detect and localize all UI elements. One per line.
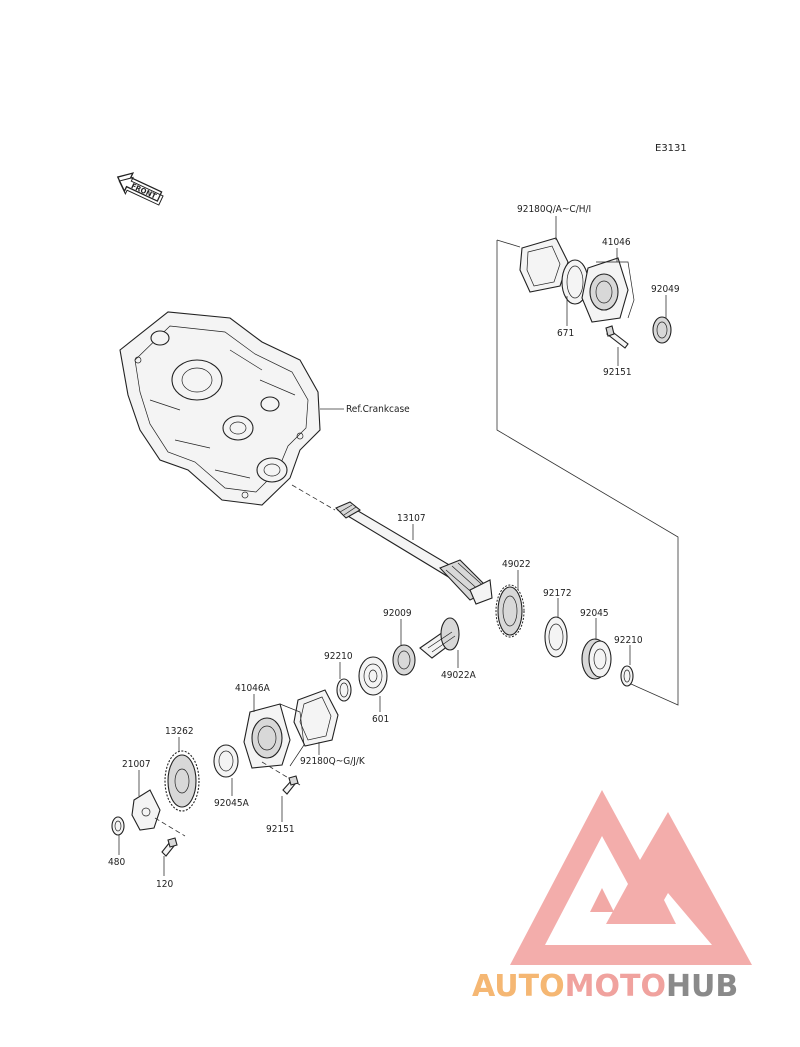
gear-49022a <box>419 617 460 659</box>
watermark-moto: MOTO <box>565 969 666 1004</box>
front-arrow-icon: FRONT <box>116 172 164 206</box>
label-13107: 13107 <box>397 513 426 524</box>
label-92049: 92049 <box>651 284 680 295</box>
label-92180-a: 92180Q/A~C/H/I <box>517 204 591 215</box>
label-41046a: 41046A <box>235 683 271 694</box>
housing-41046 <box>581 257 635 323</box>
label-601: 601 <box>372 714 389 725</box>
label-41046: 41046 <box>602 237 631 248</box>
circlip-92210-right <box>620 665 634 687</box>
gear-49022 <box>495 584 525 638</box>
bearing-92045a <box>213 744 239 778</box>
label-49022a: 49022A <box>441 670 477 681</box>
label-13262: 13262 <box>165 726 194 737</box>
watermark-text: AUTOMOTOHUB <box>472 969 738 1004</box>
automotohub-logo <box>510 790 752 965</box>
ref-crankcase-label: Ref.Crankcase <box>346 404 410 415</box>
bolt-92151-top <box>605 325 629 349</box>
label-21007: 21007 <box>122 759 151 770</box>
bearing-601 <box>358 656 388 696</box>
housing-41046a <box>243 703 305 769</box>
gear-13262 <box>164 750 200 812</box>
label-92151-top: 92151 <box>603 367 632 378</box>
diagram-code: E3131 <box>655 143 687 154</box>
drive-shaft-13107 <box>335 501 493 605</box>
watermark-auto: AUTO <box>472 969 565 1004</box>
plate-21007 <box>131 789 161 831</box>
watermark-hub: HUB <box>666 969 738 1004</box>
label-92210-right: 92210 <box>614 635 643 646</box>
circlip-92210-left <box>336 678 352 702</box>
label-120: 120 <box>156 879 173 890</box>
gasket-92180 <box>519 237 569 293</box>
label-92172: 92172 <box>543 588 572 599</box>
oil-seal-92049 <box>652 316 672 344</box>
label-92045: 92045 <box>580 608 609 619</box>
bolt-92151-bottom <box>282 775 299 795</box>
label-49022: 49022 <box>502 559 531 570</box>
label-92009: 92009 <box>383 608 412 619</box>
assembly-frame <box>496 240 679 706</box>
part-labels: 92180Q/A~C/H/I 41046 92049 671 92151 131… <box>108 204 680 890</box>
label-671: 671 <box>557 328 574 339</box>
label-480: 480 <box>108 857 125 868</box>
label-92210-left: 92210 <box>324 651 353 662</box>
bolt-120 <box>161 837 178 857</box>
circlip-480 <box>111 816 125 836</box>
crankcase-illustration <box>119 311 321 506</box>
label-92151-bottom: 92151 <box>266 824 295 835</box>
label-92180-g: 92180Q~G/J/K <box>300 756 366 767</box>
gasket-92180-lower <box>293 689 339 747</box>
bearing-92045 <box>581 638 612 680</box>
bushing-92009 <box>392 644 416 676</box>
spacer-92172 <box>544 616 568 658</box>
label-92045a: 92045A <box>214 798 250 809</box>
